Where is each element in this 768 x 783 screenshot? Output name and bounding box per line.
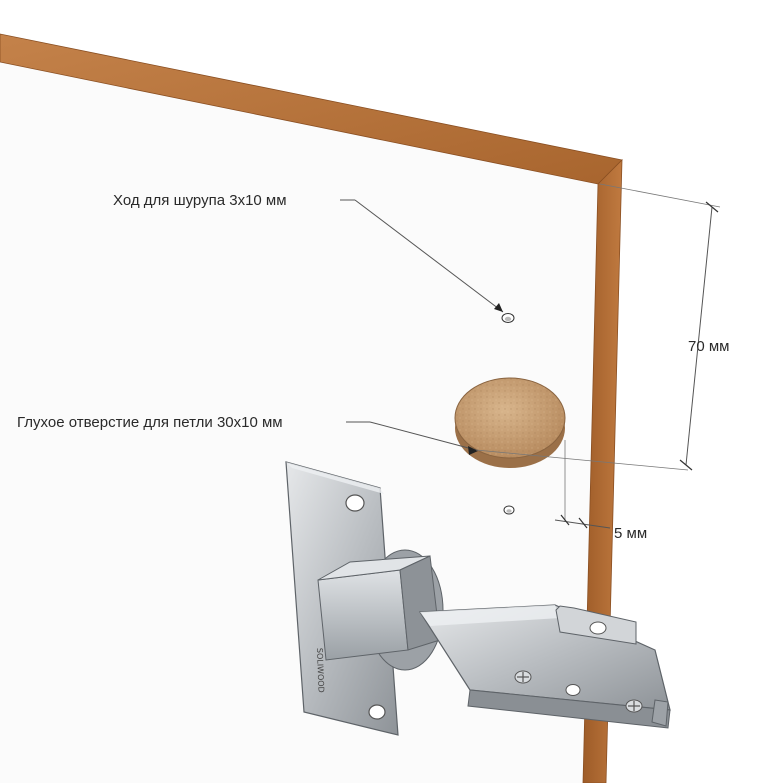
screw-hole-leader [340, 199, 504, 313]
depth-screw-icon [625, 699, 643, 713]
dimension-70mm-label: 70 мм [688, 338, 729, 355]
dimension-5mm [554, 440, 611, 529]
hinge-brand-stamp: SOLIWOOD [315, 648, 326, 693]
adjust-screw-icon [514, 670, 532, 684]
dimension-70mm [599, 183, 721, 471]
hinge-icon: SOLIWOOD [285, 461, 671, 736]
blind-hole-leader [346, 421, 689, 471]
dimension-5mm-label: 5 мм [614, 525, 647, 542]
lower-screw-hole-icon [503, 505, 515, 515]
screw-hole-icon [501, 313, 515, 323]
panel-face [0, 62, 598, 783]
blind-hole-plug [454, 377, 566, 468]
blind-hole-label: Глухое отверстие для петли 30x10 мм [17, 414, 283, 431]
screw-hole-label: Ход для шурупа 3x10 мм [113, 192, 287, 209]
